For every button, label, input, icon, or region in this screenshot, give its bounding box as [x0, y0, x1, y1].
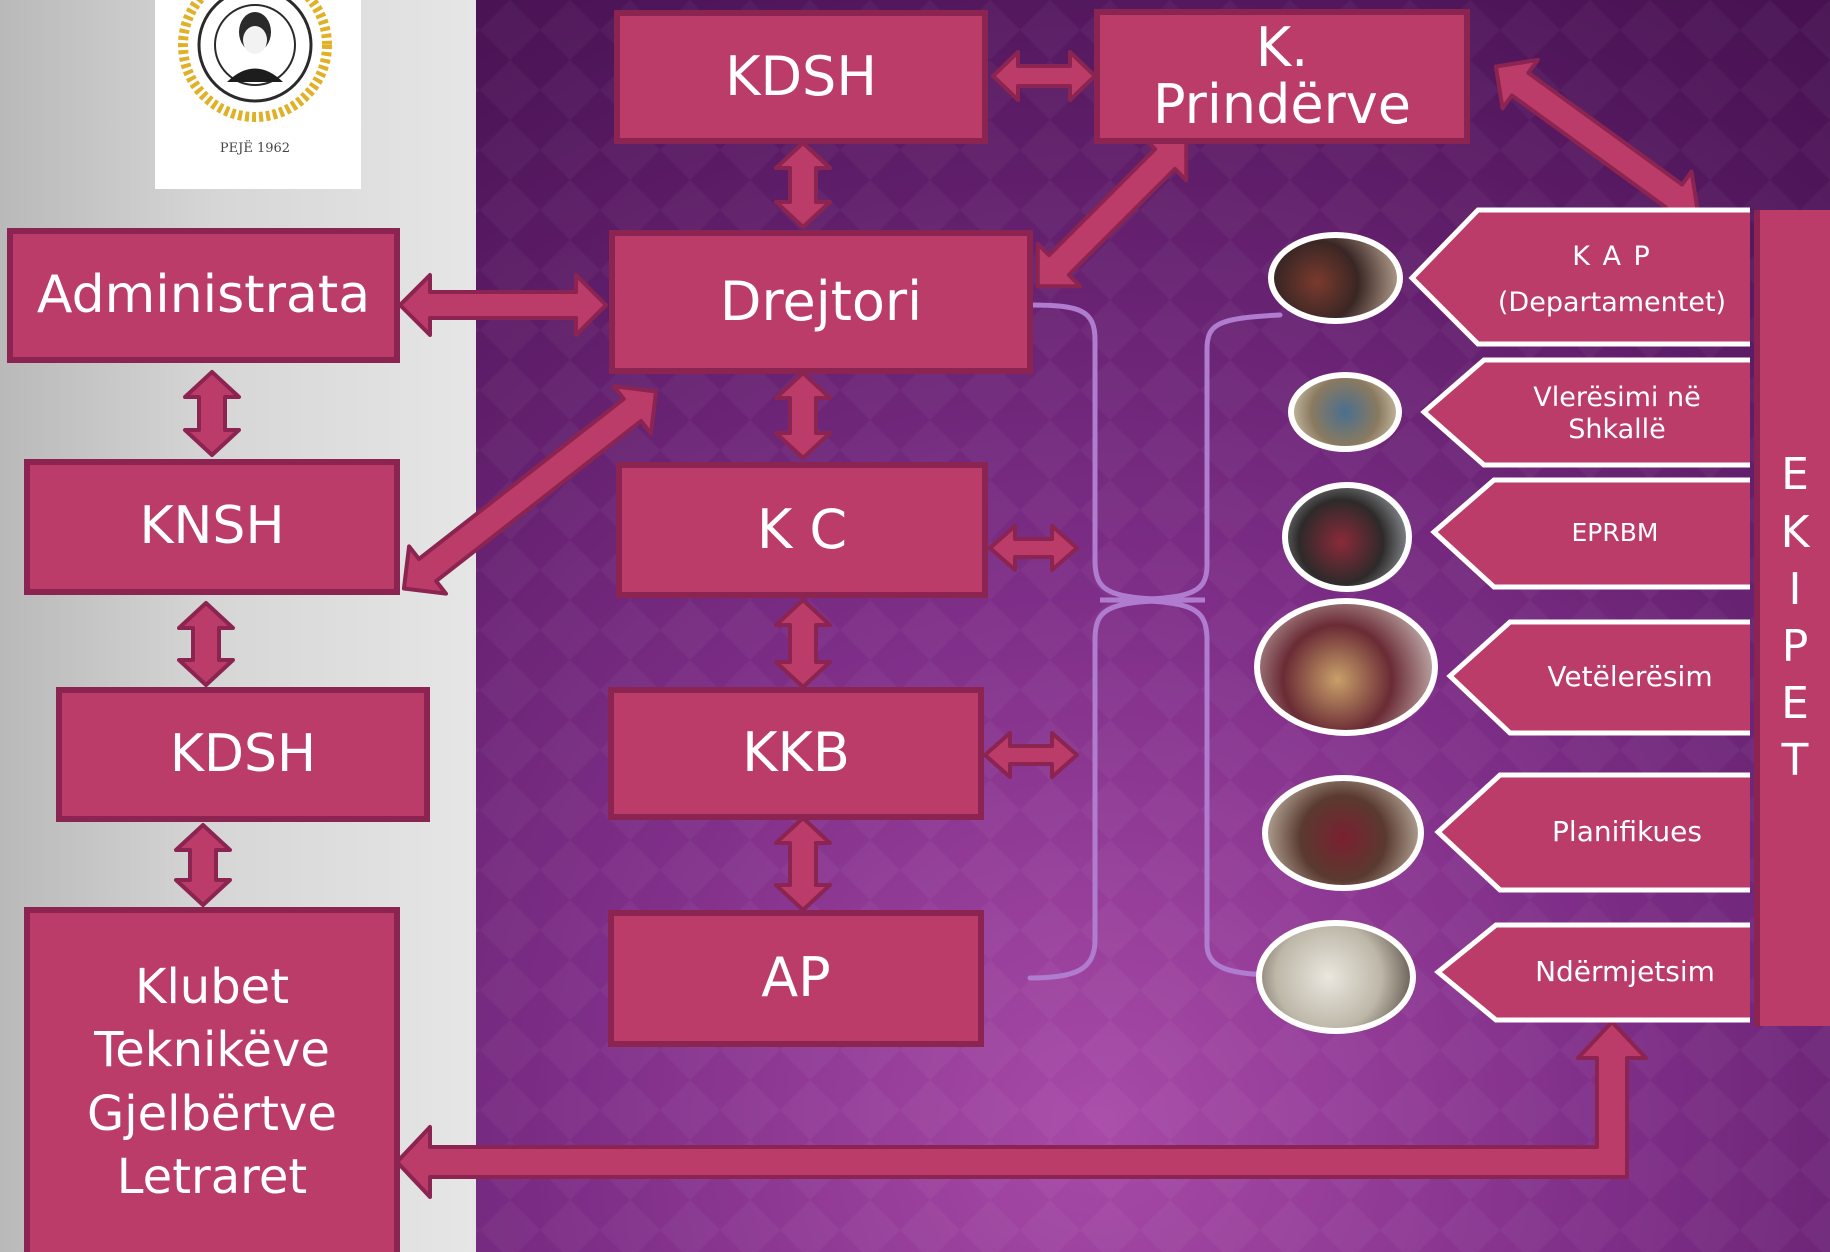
box-kdsh-left: KDSH [56, 687, 430, 822]
logo-bottom-text: PEJË 1962 [220, 139, 290, 156]
school-logo: PEJË 1962 [155, 0, 361, 189]
box-kkb: KKB [608, 687, 984, 820]
team-photo-eprbm [1282, 482, 1412, 592]
arrow-kdsh-drejtori [774, 141, 832, 229]
team-tag-vleresimi [1420, 357, 1750, 468]
box-ap: AP [608, 910, 984, 1047]
team-tag-ndermjetsim [1434, 922, 1750, 1023]
team-tag-planifikues [1434, 772, 1750, 893]
arrow-drejtori-knsh [401, 384, 659, 596]
box-klubet: Klubet Teknikëve Gjelbërtve Letraret [24, 907, 400, 1252]
box-knsh: KNSH [24, 459, 400, 595]
team-tag-eprbm [1430, 477, 1750, 590]
box-kkb-label: KKB [742, 721, 850, 785]
team-photo-kap [1268, 232, 1403, 324]
team-veteleresim-text: Vetëlerësim [1547, 660, 1713, 694]
team-planifikues-text: Planifikues [1552, 815, 1702, 849]
arrow-drejtori-kc [774, 371, 832, 460]
team-kap-line2: (Departamentet) [1497, 287, 1727, 318]
team-label-ndermjetsim: Ndërmjetsim [1500, 942, 1750, 1002]
ekipet-letter-6: T [1781, 735, 1809, 787]
box-klubet-line1: Klubet [134, 958, 290, 1015]
box-kc-label: K C [756, 497, 848, 561]
arrow-administrata-drejtori [398, 273, 608, 337]
bracket-right [1099, 312, 1283, 978]
ekipet-bar: E K I P E T [1754, 210, 1830, 1026]
team-tag-veteleresim [1446, 619, 1750, 736]
team-vleresimi-line2: Shkallë [1568, 414, 1666, 445]
team-photo-vleresimi [1288, 372, 1402, 452]
arrow-knsh-kdsh [177, 601, 235, 687]
box-drejtori-label: Drejtori [719, 269, 923, 333]
box-k-prinderve-line1: K. [1255, 15, 1309, 79]
team-label-eprbm: EPRBM [1500, 500, 1730, 566]
team-photo-planifikues [1262, 775, 1424, 891]
ekipet-letter-4: P [1781, 621, 1809, 672]
team-label-kap: K A P (Departamentet) [1480, 230, 1744, 330]
team-ndermjetsim-text: Ndërmjetsim [1535, 955, 1715, 989]
box-drejtori: Drejtori [609, 230, 1033, 374]
box-kc: K C [616, 462, 988, 598]
box-ap-label: AP [761, 946, 831, 1010]
box-klubet-line4: Letraret [116, 1148, 308, 1205]
box-k-prinderve: K. Prindërve [1094, 9, 1470, 144]
team-label-planifikues: Planifikues [1510, 800, 1744, 864]
box-kdsh-left-label: KDSH [169, 723, 317, 784]
team-label-vleresimi: Vlerësimi në Shkallë [1490, 376, 1744, 452]
ekipet-letter-5: E [1781, 678, 1809, 730]
box-administrata: Administrata [7, 228, 400, 363]
box-klubet-line2: Teknikëve [94, 1022, 330, 1079]
ekipet-letter-2: K [1780, 506, 1810, 558]
team-vleresimi-line1: Vlerësimi në [1533, 382, 1701, 414]
box-kdsh-top: KDSH [614, 10, 988, 144]
box-k-prinderve-line2: Prindërve [1153, 72, 1411, 136]
arrow-kc-bracket [988, 524, 1079, 572]
team-photo-ndermjetsim [1256, 920, 1416, 1034]
bracket-left [1027, 302, 1206, 981]
team-eprbm-text: EPRBM [1571, 518, 1659, 548]
box-klubet-line3: Gjelbërtve [87, 1085, 337, 1142]
box-kdsh-top-label: KDSH [725, 44, 877, 108]
team-photo-veteleresim [1254, 598, 1438, 736]
arrow-kkb-bracket [983, 731, 1079, 779]
box-administrata-label: Administrata [36, 264, 371, 325]
team-label-veteleresim: Vetëlerësim [1512, 644, 1748, 710]
team-kap-line1: K A P [1572, 241, 1652, 273]
ekipet-letter-3: I [1788, 563, 1802, 615]
ekipet-letter-1: E [1781, 449, 1809, 501]
school-seal-icon: PEJË 1962 [178, 0, 332, 156]
box-knsh-label: KNSH [139, 496, 285, 557]
arrow-administrata-knsh [183, 370, 241, 457]
team-tag-kap [1408, 207, 1750, 347]
arrow-kdsh-klubet [174, 823, 232, 907]
